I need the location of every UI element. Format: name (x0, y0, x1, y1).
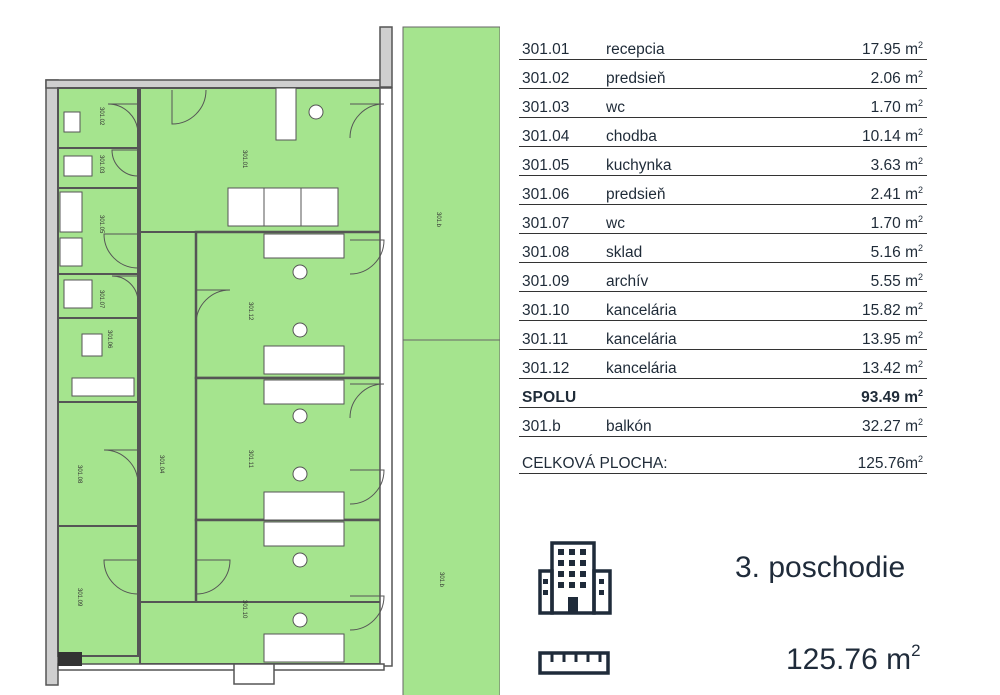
grand-total-label: CELKOVÁ PLOCHA: (519, 449, 768, 474)
room-name: wc (606, 204, 768, 234)
room-code: 301.07 (519, 204, 606, 234)
room-code: 301.01 (519, 31, 606, 60)
room-area: 10.14 m2 (768, 117, 927, 147)
room-name: predsieň (606, 59, 768, 89)
room-name: predsieň (606, 175, 768, 205)
plan-label-301-01: 301.01 (241, 150, 247, 169)
room-area: 13.95 m2 (768, 320, 927, 350)
balcony-row: 301.b balkón 32.27 m2 (519, 407, 927, 437)
room-name: archív (606, 262, 768, 292)
room-name: kuchynka (606, 146, 768, 176)
room-code: 301.05 (519, 146, 606, 176)
plan-label-301-09: 301.09 (76, 588, 82, 607)
balcony-area-value: 32.27 m2 (768, 407, 927, 437)
plan-label-301-05: 301.05 (98, 215, 104, 234)
room-code: 301.04 (519, 117, 606, 147)
room-name: kancelária (606, 320, 768, 350)
balcony-area (402, 26, 500, 695)
room-code: 301.02 (519, 59, 606, 89)
plan-label-301-12: 301.12 (247, 302, 253, 321)
total-area: 93.49 m2 (768, 378, 927, 408)
room-area: 15.82 m2 (768, 291, 927, 321)
plan-label-301-06: 301.06 (106, 330, 112, 349)
plan-label-301-02: 301.02 (98, 107, 104, 126)
room-area: 1.70 m2 (768, 204, 927, 234)
room-code: 301.09 (519, 262, 606, 292)
plan-label-301-08: 301.08 (76, 465, 82, 484)
room-area: 13.42 m2 (768, 349, 927, 379)
balcony-name: balkón (606, 407, 768, 437)
plan-label-301-03: 301.03 (98, 155, 104, 174)
plan-label-301-b-bottom: 301.b (438, 572, 444, 588)
room-area: 1.70 m2 (768, 88, 927, 118)
room-area: 17.95 m2 (768, 31, 927, 60)
room-code: 301.08 (519, 233, 606, 263)
room-code: 301.06 (519, 175, 606, 205)
floor-label: 3. poschodie (735, 551, 906, 584)
plan-label-301-04: 301.04 (158, 455, 164, 474)
room-code: 301.12 (519, 349, 606, 379)
plan-label-301-07: 301.07 (98, 290, 104, 309)
room-area: 3.63 m2 (768, 146, 927, 176)
grand-total-area: 125.76m2 (768, 449, 927, 474)
floor-plan: 301.01 301.02 301.03 301.05 301.07 301.0… (45, 26, 500, 695)
room-code: 301.10 (519, 291, 606, 321)
grand-total-row: CELKOVÁ PLOCHA: 125.76m2 (519, 449, 927, 474)
room-code: 301.11 (519, 320, 606, 350)
plan-label-301-b-top: 301.b (435, 212, 441, 228)
room-area: 5.55 m2 (768, 262, 927, 292)
room-name: sklad (606, 233, 768, 263)
total-label: SPOLU (519, 378, 768, 408)
room-name: chodba (606, 117, 768, 147)
room-name: kancelária (606, 349, 768, 379)
total-row: SPOLU 93.49 m2 (519, 378, 927, 408)
room-name: wc (606, 88, 768, 118)
total-area-label: 125.76 m2 (786, 641, 921, 676)
room-name: kancelária (606, 291, 768, 321)
room-name: recepcia (606, 31, 768, 60)
room-area: 2.41 m2 (768, 175, 927, 205)
room-area: 2.06 m2 (768, 59, 927, 89)
room-code: 301.03 (519, 88, 606, 118)
office-building-icon (538, 541, 612, 615)
balcony-code: 301.b (519, 407, 606, 437)
plan-label-301-11: 301.11 (247, 450, 253, 469)
ruler-icon (538, 651, 610, 675)
room-area: 5.16 m2 (768, 233, 927, 263)
plan-label-301-10: 301.10 (241, 600, 247, 619)
